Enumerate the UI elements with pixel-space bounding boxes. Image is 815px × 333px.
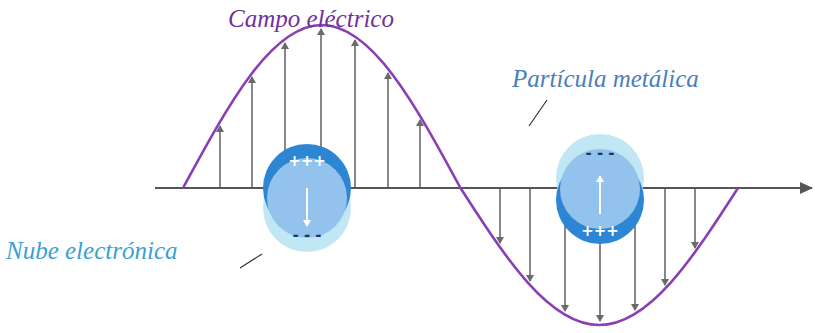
metal-particle-node: +++ - - -	[262, 146, 352, 250]
charge-sign: - - -	[555, 144, 645, 162]
callout-label: Nube electrónica	[6, 236, 177, 266]
callout-label: Partícula metálica	[512, 64, 699, 94]
metal-particle	[556, 134, 644, 244]
leader-line	[529, 100, 547, 126]
charge-sign: +++	[262, 152, 352, 170]
leader-line	[240, 254, 262, 268]
charge-sign: +++	[555, 222, 645, 240]
propagation-axis	[155, 187, 812, 189]
callout-label: Campo eléctrico	[228, 4, 394, 34]
charge-sign: - - -	[262, 226, 352, 244]
metal-particle-node: - - - +++	[555, 138, 645, 246]
electric-field-wave	[183, 25, 738, 325]
metal-particle	[263, 144, 351, 252]
